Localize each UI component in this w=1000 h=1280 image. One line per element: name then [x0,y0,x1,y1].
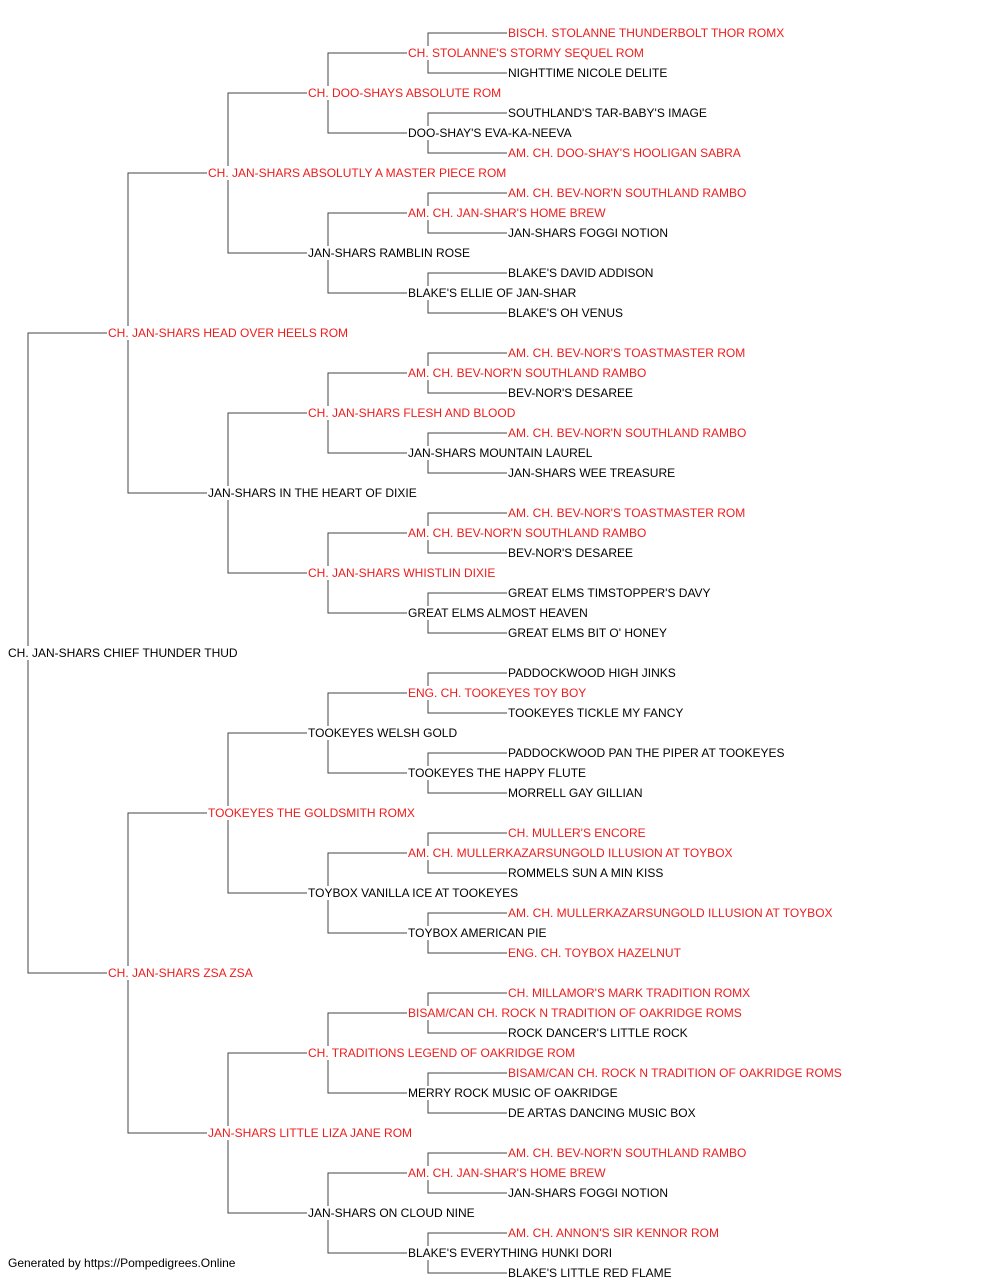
ancestor-name-sire-dam-sire: CH. JAN-SHARS FLESH AND BLOOD [307,406,517,420]
ancestor-name-sire-dam-dam-sire: AM. CH. BEV-NOR'N SOUTHLAND RAMBO [407,526,648,540]
ancestor-name-sire-dam-dam: CH. JAN-SHARS WHISTLIN DIXIE [307,566,497,580]
ancestor-name-sire-dam-dam-dam-sire: GREAT ELMS TIMSTOPPER'S DAVY [507,586,712,600]
ancestor-name-sire-dam-dam-sire-dam: BEV-NOR'S DESAREE [507,546,634,560]
ancestor-name-sire-sire-dam-dam-dam: BLAKE'S OH VENUS [507,306,624,320]
ancestor-name-dam-dam-sire-dam-dam: DE ARTAS DANCING MUSIC BOX [507,1106,697,1120]
ancestor-name-dam-dam: JAN-SHARS LITTLE LIZA JANE ROM [207,1126,414,1140]
ancestor-name-dam-sire-dam: TOYBOX VANILLA ICE AT TOOKEYES [307,886,520,900]
ancestor-name-dam-sire-sire-dam-dam: MORRELL GAY GILLIAN [507,786,644,800]
ancestor-name-sire-sire-sire-sire-sire: BISCH. STOLANNE THUNDERBOLT THOR ROMX [507,26,786,40]
ancestor-name-dam-sire: TOOKEYES THE GOLDSMITH ROMX [207,806,416,820]
ancestor-name-sire-sire-sire-dam: DOO-SHAY'S EVA-KA-NEEVA [407,126,573,140]
ancestor-name-dam-dam-sire-sire-sire: CH. MILLAMOR'S MARK TRADITION ROMX [507,986,752,1000]
ancestor-name-sire-sire-dam-dam-sire: BLAKE'S DAVID ADDISON [507,266,655,280]
ancestor-name-sire-dam-dam-dam: GREAT ELMS ALMOST HEAVEN [407,606,589,620]
ancestor-name-dam: CH. JAN-SHARS ZSA ZSA [107,966,254,980]
ancestor-name-dam-sire-sire-dam: TOOKEYES THE HAPPY FLUTE [407,766,588,780]
ancestor-name-sire-dam-dam-sire-sire: AM. CH. BEV-NOR'S TOASTMASTER ROM [507,506,747,520]
ancestor-name-dam-sire-sire: TOOKEYES WELSH GOLD [307,726,459,740]
ancestor-name-sire-dam-sire-sire: AM. CH. BEV-NOR'N SOUTHLAND RAMBO [407,366,648,380]
ancestor-name-dam-dam-dam: JAN-SHARS ON CLOUD NINE [307,1206,476,1220]
subject-dog-name: CH. JAN-SHARS CHIEF THUNDER THUD [7,646,239,660]
ancestor-name-sire-sire-dam: JAN-SHARS RAMBLIN ROSE [307,246,472,260]
ancestor-name-sire-sire-sire-dam-dam: AM. CH. DOO-SHAY'S HOOLIGAN SABRA [507,146,742,160]
ancestor-name-sire-dam-sire-sire-dam: BEV-NOR'S DESAREE [507,386,634,400]
ancestor-name-sire-dam-sire-dam-sire: AM. CH. BEV-NOR'N SOUTHLAND RAMBO [507,426,748,440]
ancestor-name-sire-sire-dam-sire: AM. CH. JAN-SHAR'S HOME BREW [407,206,607,220]
ancestor-name-sire-sire-dam-sire-dam: JAN-SHARS FOGGI NOTION [507,226,670,240]
ancestor-name-sire: CH. JAN-SHARS HEAD OVER HEELS ROM [107,326,350,340]
ancestor-name-dam-sire-sire-sire-dam: TOOKEYES TICKLE MY FANCY [507,706,685,720]
ancestor-name-sire-sire-sire-sire-dam: NIGHTTIME NICOLE DELITE [507,66,669,80]
footer-credit: Generated by https://Pompedigrees.Online [8,1256,236,1270]
ancestor-name-sire-dam-sire-dam: JAN-SHARS MOUNTAIN LAUREL [407,446,594,460]
ancestor-name-dam-dam-dam-sire-dam: JAN-SHARS FOGGI NOTION [507,1186,670,1200]
ancestor-name-dam-sire-sire-dam-sire: PADDOCKWOOD PAN THE PIPER AT TOOKEYES [507,746,786,760]
ancestor-name-sire-sire-sire-dam-sire: SOUTHLAND'S TAR-BABY'S IMAGE [507,106,708,120]
ancestor-name-dam-sire-dam-sire-dam: ROMMELS SUN A MIN KISS [507,866,665,880]
ancestor-name-dam-dam-sire-sire: BISAM/CAN CH. ROCK N TRADITION OF OAKRID… [407,1006,743,1020]
ancestor-name-dam-dam-sire-dam-sire: BISAM/CAN CH. ROCK N TRADITION OF OAKRID… [507,1066,843,1080]
ancestor-name-dam-dam-sire-dam: MERRY ROCK MUSIC OF OAKRIDGE [407,1086,619,1100]
ancestor-name-sire-sire-sire-sire: CH. STOLANNE'S STORMY SEQUEL ROM [407,46,645,60]
ancestor-name-dam-sire-dam-dam: TOYBOX AMERICAN PIE [407,926,548,940]
ancestor-name-dam-dam-dam-sire: AM. CH. JAN-SHAR'S HOME BREW [407,1166,607,1180]
ancestor-name-dam-sire-sire-sire: ENG. CH. TOOKEYES TOY BOY [407,686,588,700]
ancestor-name-dam-sire-dam-dam-sire: AM. CH. MULLERKAZARSUNGOLD ILLUSION AT T… [507,906,834,920]
ancestor-name-sire-dam-dam-dam-dam: GREAT ELMS BIT O' HONEY [507,626,668,640]
ancestor-name-dam-sire-dam-dam-dam: ENG. CH. TOYBOX HAZELNUT [507,946,682,960]
ancestor-name-sire-dam-sire-sire-sire: AM. CH. BEV-NOR'S TOASTMASTER ROM [507,346,747,360]
ancestor-name-dam-dam-dam-dam: BLAKE'S EVERYTHING HUNKI DORI [407,1246,614,1260]
ancestor-name-dam-sire-dam-sire-sire: CH. MULLER'S ENCORE [507,826,647,840]
ancestor-name-dam-sire-dam-sire: AM. CH. MULLERKAZARSUNGOLD ILLUSION AT T… [407,846,734,860]
ancestor-name-sire-dam-sire-dam-dam: JAN-SHARS WEE TREASURE [507,466,677,480]
ancestor-name-sire-sire-dam-dam: BLAKE'S ELLIE OF JAN-SHAR [407,286,578,300]
ancestor-name-sire-dam: JAN-SHARS IN THE HEART OF DIXIE [207,486,418,500]
ancestor-name-dam-dam-sire: CH. TRADITIONS LEGEND OF OAKRIDGE ROM [307,1046,577,1060]
ancestor-name-dam-dam-dam-dam-sire: AM. CH. ANNON'S SIR KENNOR ROM [507,1226,720,1240]
ancestor-name-dam-dam-sire-sire-dam: ROCK DANCER'S LITTLE ROCK [507,1026,689,1040]
ancestor-name-sire-sire: CH. JAN-SHARS ABSOLUTLY A MASTER PIECE R… [207,166,508,180]
ancestor-name-sire-sire-dam-sire-sire: AM. CH. BEV-NOR'N SOUTHLAND RAMBO [507,186,748,200]
ancestor-name-sire-sire-sire: CH. DOO-SHAYS ABSOLUTE ROM [307,86,503,100]
ancestor-name-dam-sire-sire-sire-sire: PADDOCKWOOD HIGH JINKS [507,666,677,680]
ancestor-name-dam-dam-dam-dam-dam: BLAKE'S LITTLE RED FLAME [507,1266,673,1280]
ancestor-name-dam-dam-dam-sire-sire: AM. CH. BEV-NOR'N SOUTHLAND RAMBO [507,1146,748,1160]
